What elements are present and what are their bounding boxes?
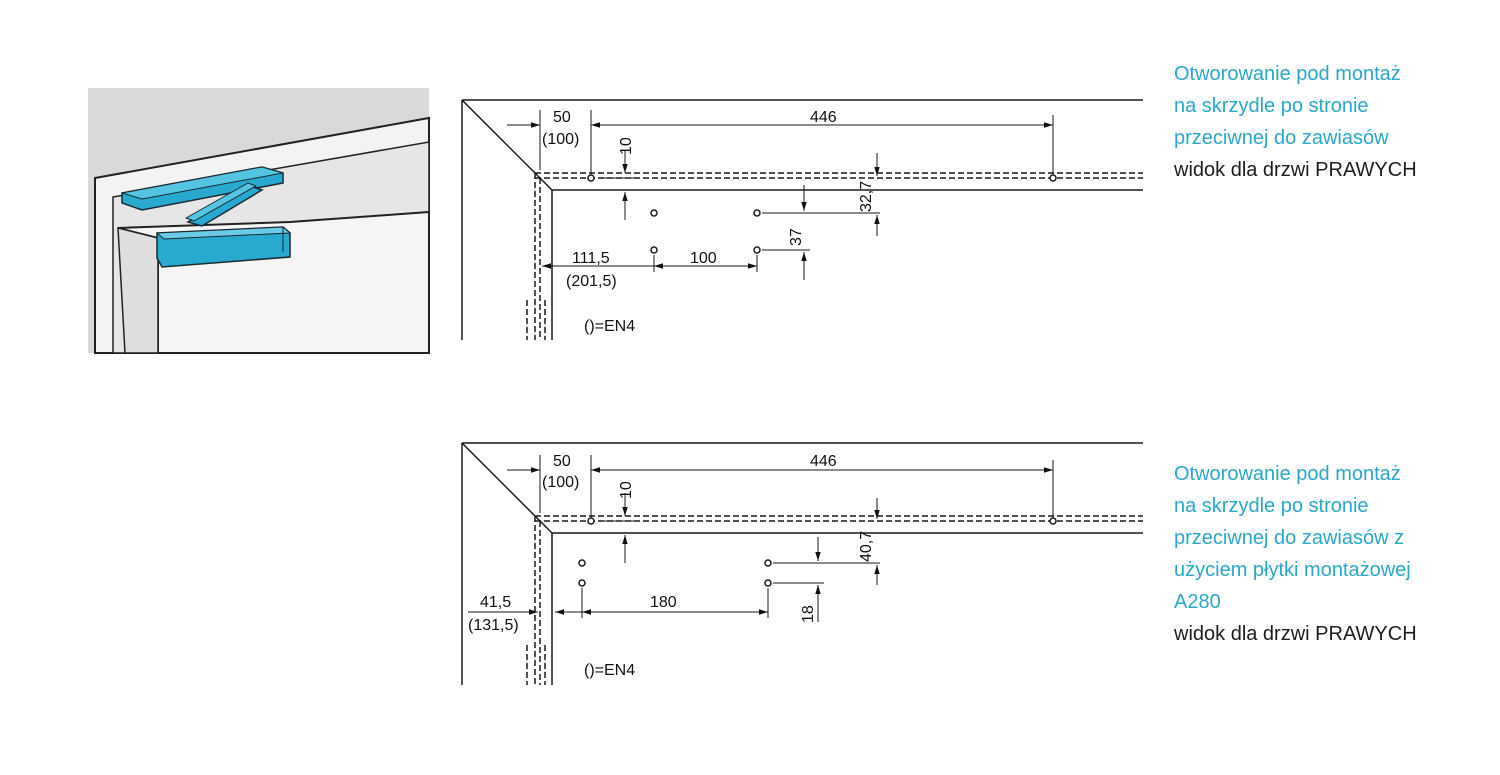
dim-50: 50 [553, 109, 571, 126]
dimension-labels-1: 50 (100) 446 10 32,7 37 111,5 (201,5) 10… [542, 109, 875, 335]
dim-111-5: 111,5 [572, 250, 610, 267]
door-closer-illustration [88, 88, 430, 354]
dim-446: 446 [810, 453, 837, 470]
dimension-labels-2: 50 (100) 446 10 40,7 18 41,5 (131,5) 180… [468, 453, 875, 679]
en4-note: ()=EN4 [584, 662, 635, 679]
dim-131-5-en4: (131,5) [468, 617, 519, 634]
dim-32-7: 32,7 [858, 181, 875, 212]
slide-rail-icon [121, 166, 284, 211]
closer-arm-icon [184, 182, 264, 227]
dim-100-en4: (100) [542, 474, 579, 491]
dim-10: 10 [618, 137, 635, 155]
dim-37: 37 [788, 228, 805, 246]
caption-figure-1: Otworowanie pod montaż na skrzydle po st… [1174, 58, 1484, 186]
dim-201-5-en4: (201,5) [566, 273, 617, 290]
dim-100: 100 [690, 250, 717, 267]
dim-180: 180 [650, 594, 677, 611]
caption-line: A280 [1174, 591, 1221, 613]
caption-line: na skrzydle po stronie [1174, 495, 1369, 517]
dim-18: 18 [800, 605, 817, 623]
dim-40-7: 40,7 [858, 531, 875, 562]
dim-446: 446 [810, 109, 837, 126]
technical-drawing-1 [461, 99, 1143, 340]
technical-drawing-2 [461, 442, 1143, 685]
closer-body-icon [155, 226, 292, 268]
caption-line: użyciem płytki montażowej [1174, 559, 1411, 581]
caption-figure-2: Otworowanie pod montaż na skrzydle po st… [1174, 458, 1484, 650]
caption-view: widok dla drzwi PRAWYCH [1174, 623, 1417, 645]
en4-note: ()=EN4 [584, 318, 635, 335]
caption-line: przeciwnej do zawiasów z [1174, 527, 1405, 549]
caption-view: widok dla drzwi PRAWYCH [1174, 159, 1417, 181]
caption-line: Otworowanie pod montaż [1174, 463, 1401, 485]
dim-100-en4: (100) [542, 131, 579, 148]
dim-50: 50 [553, 453, 571, 470]
caption-line: przeciwnej do zawiasów [1174, 127, 1389, 149]
dim-41-5: 41,5 [480, 594, 511, 611]
caption-line: Otworowanie pod montaż [1174, 63, 1401, 85]
caption-line: na skrzydle po stronie [1174, 95, 1369, 117]
dim-10: 10 [618, 481, 635, 499]
